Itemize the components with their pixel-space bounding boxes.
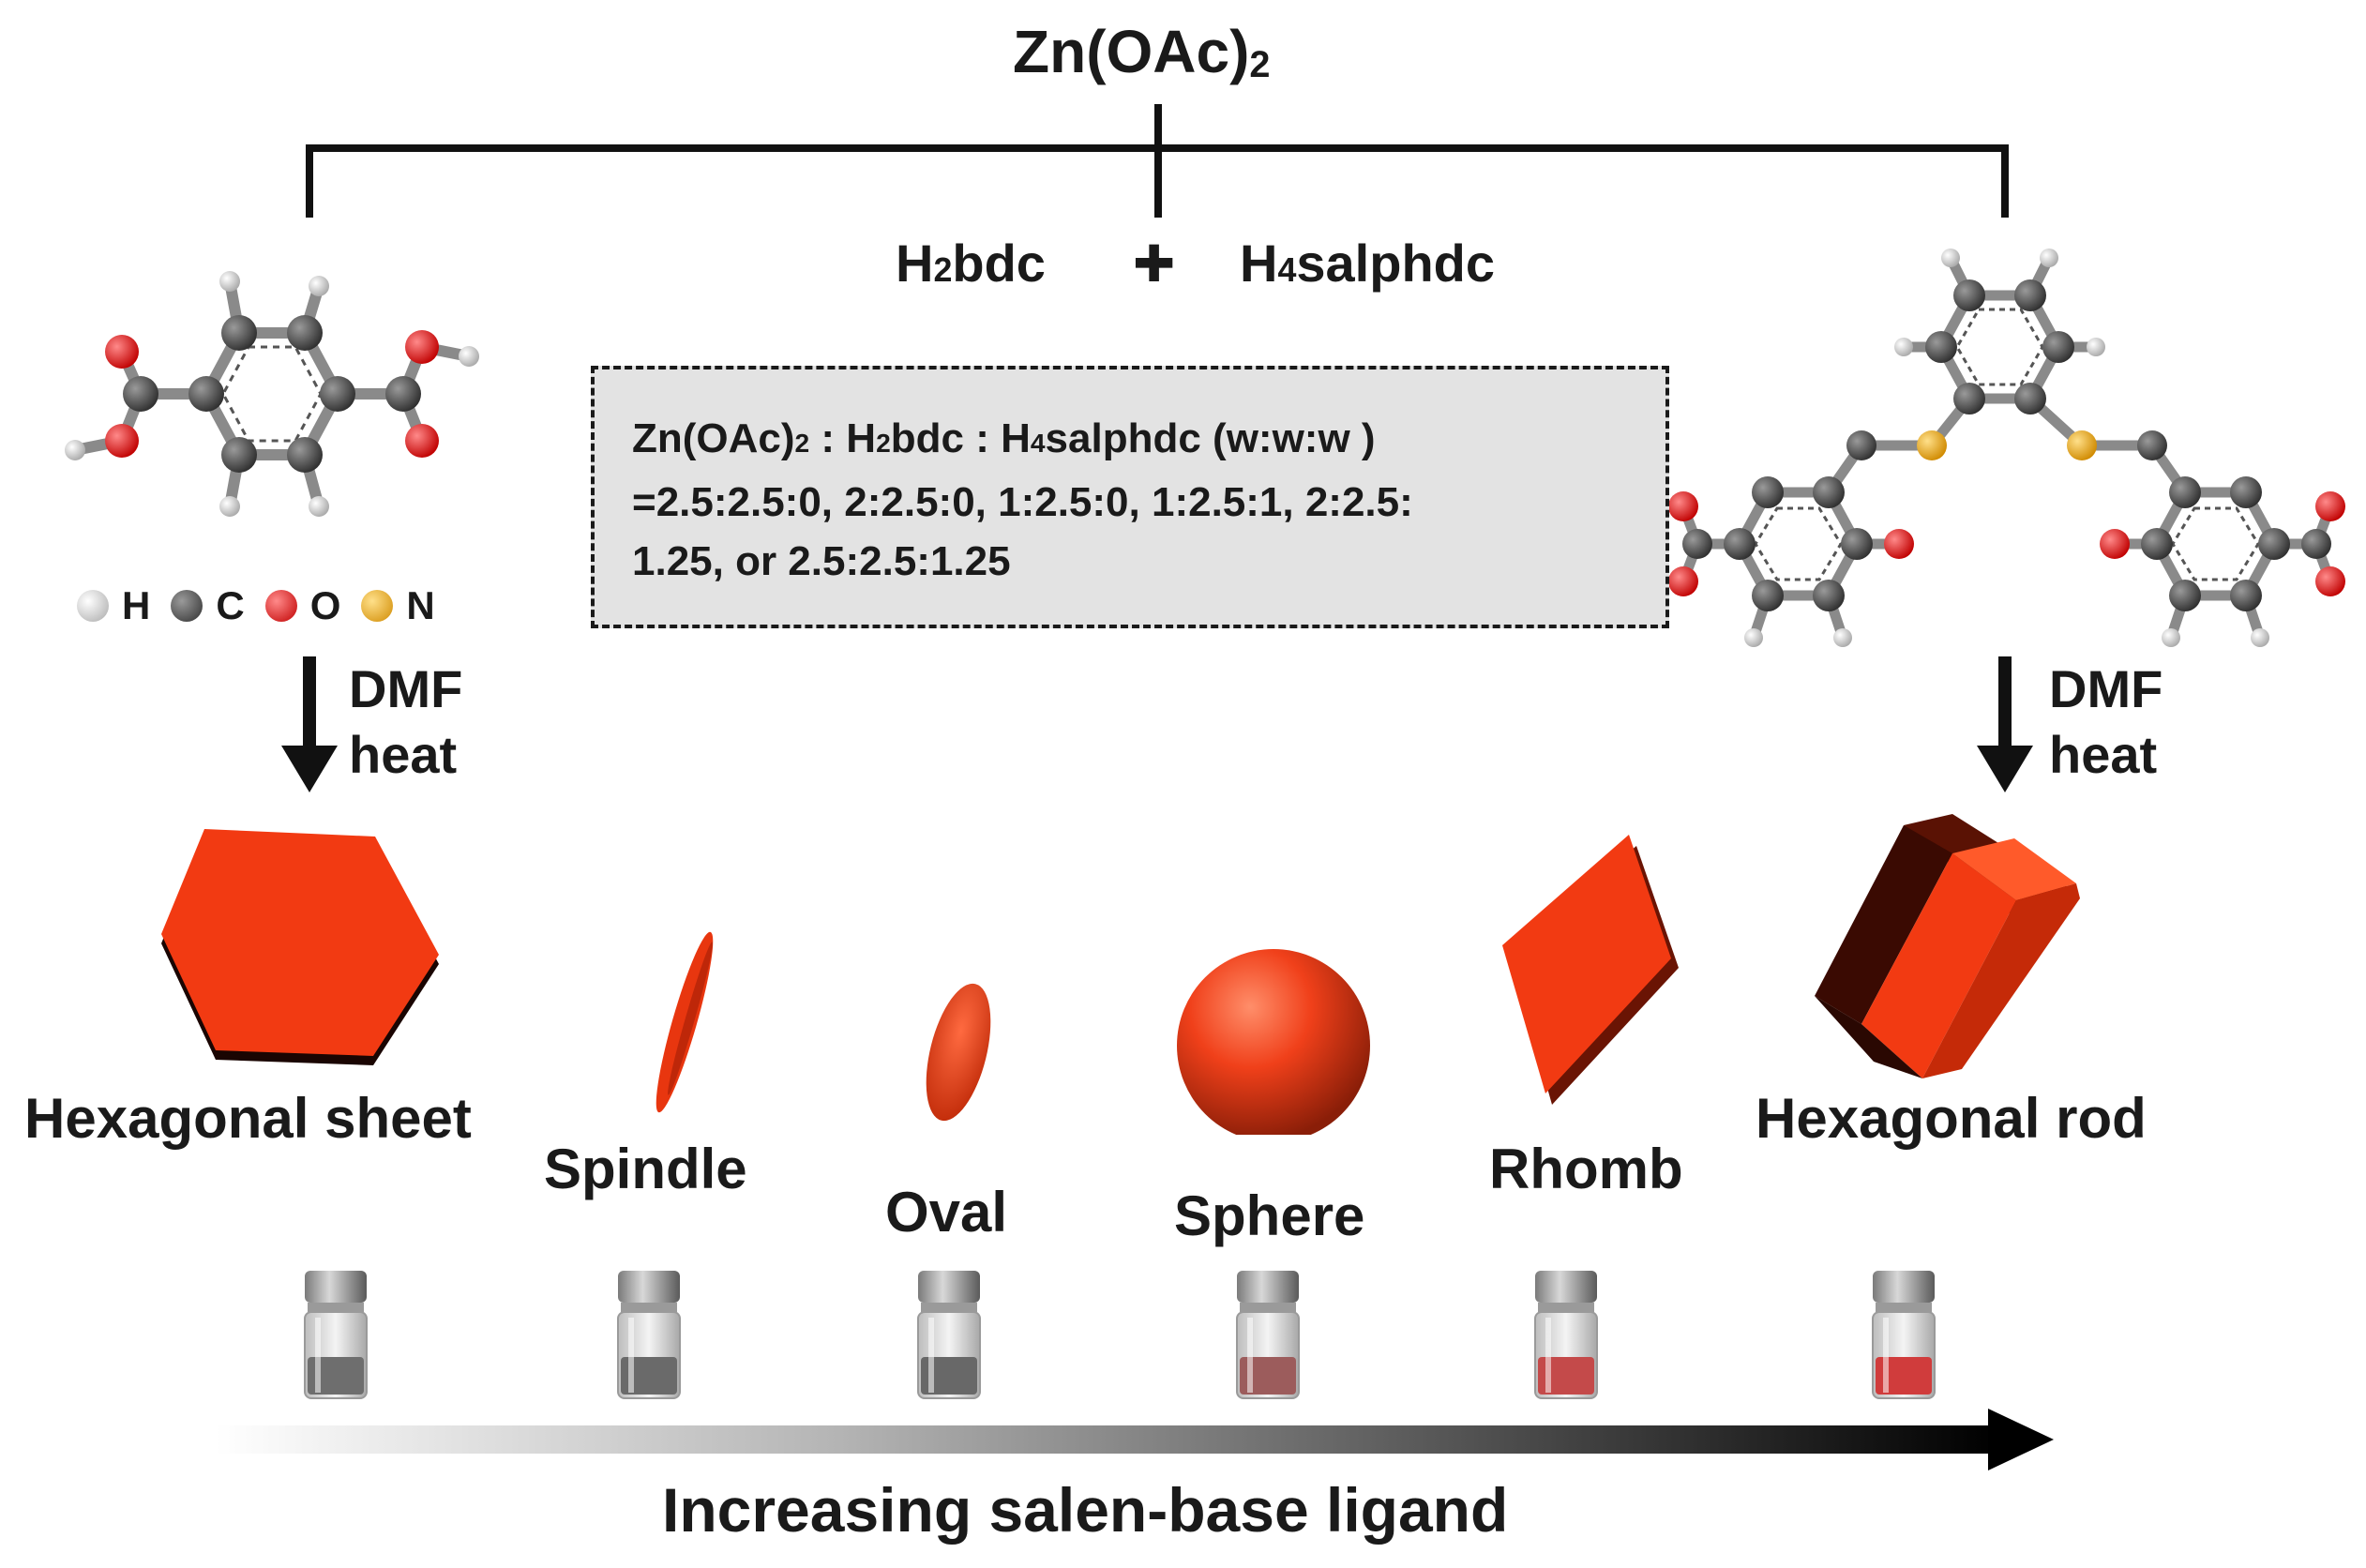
oval-shape — [926, 983, 991, 1122]
morphology-label-hexagonal-rod: Hexagonal rod — [1756, 1087, 2147, 1150]
spindle-shape — [656, 931, 714, 1113]
conditions-line-3: 1.25, or 2.5:2.5:1.25 — [632, 538, 1011, 584]
right-down-arrow — [1977, 656, 2033, 792]
carbon-atom-icon — [171, 590, 203, 622]
legend-item-c: C — [171, 583, 245, 628]
hexagonal-sheet-shape — [161, 829, 439, 1065]
vial — [1534, 1271, 1598, 1399]
trend-arrow-label: Increasing salen-base ligand — [662, 1475, 1509, 1545]
vial — [617, 1271, 681, 1399]
hydrogen-atom-icon — [77, 590, 109, 622]
morphology-shapes — [161, 814, 2080, 1135]
hexagonal-rod-shape — [1815, 814, 2080, 1078]
conditions-box: Zn(OAc)2 : H2bdc : H4salphdc (w:w:w ) =2… — [591, 366, 1669, 628]
morphology-label-oval: Oval — [885, 1181, 1008, 1244]
h2bdc-molecule — [65, 271, 479, 517]
right-heat: heat — [2049, 725, 2158, 784]
vial — [1872, 1271, 1936, 1399]
vial-liquid — [308, 1357, 364, 1395]
vial-liquid — [621, 1357, 677, 1395]
left-solvent: DMF — [349, 659, 463, 718]
legend-item-n: N — [361, 583, 435, 628]
left-down-arrow — [281, 656, 338, 792]
oxygen-atom-icon — [264, 590, 297, 622]
metal-source-subscript: 2 — [1249, 43, 1271, 85]
morphology-label-rhomb: Rhomb — [1489, 1138, 1683, 1200]
morphology-label-sphere: Sphere — [1174, 1184, 1365, 1247]
right-solvent: DMF — [2049, 659, 2163, 718]
rhomb-shape — [1502, 835, 1679, 1105]
vial — [917, 1271, 981, 1399]
left-conditions-label: DMF heat — [349, 656, 462, 788]
legend-item-h: H — [77, 583, 150, 628]
h4salphdc-molecule — [1669, 249, 2345, 647]
vial-liquid — [921, 1357, 977, 1395]
vial-liquid — [1876, 1357, 1932, 1395]
legend-item-o: O — [264, 583, 340, 628]
right-conditions-label: DMF heat — [2049, 656, 2163, 788]
metal-source-text: Zn(OAc) — [1013, 18, 1250, 85]
morphology-label-hexagonal-sheet: Hexagonal sheet — [24, 1087, 472, 1150]
sphere-shape — [1177, 949, 1370, 1135]
nitrogen-atom-icon — [361, 590, 394, 622]
morphology-label-spindle: Spindle — [544, 1138, 747, 1200]
atom-legend: H C O N — [77, 583, 435, 628]
vial-liquid — [1240, 1357, 1296, 1395]
trend-arrow — [216, 1409, 2054, 1470]
ligand-h4salphdc-label: H4salphdc — [1240, 234, 1496, 293]
ligand-h2bdc-label: H2bdc — [896, 234, 1046, 293]
metal-source-label: Zn(OAc)2 — [1013, 17, 1270, 86]
conditions-line-1: Zn(OAc)2 : H2bdc : H4salphdc (w:w:w ) — [632, 415, 1376, 461]
vial-liquid — [1538, 1357, 1594, 1395]
vial — [1236, 1271, 1300, 1399]
vial-row — [304, 1271, 1936, 1399]
conditions-line-2: =2.5:2.5:0, 2:2.5:0, 1:2.5:0, 1:2.5:1, 2… — [632, 479, 1413, 525]
vial — [304, 1271, 368, 1399]
left-heat: heat — [349, 725, 458, 784]
plus-sign: ✚ — [1133, 236, 1176, 293]
